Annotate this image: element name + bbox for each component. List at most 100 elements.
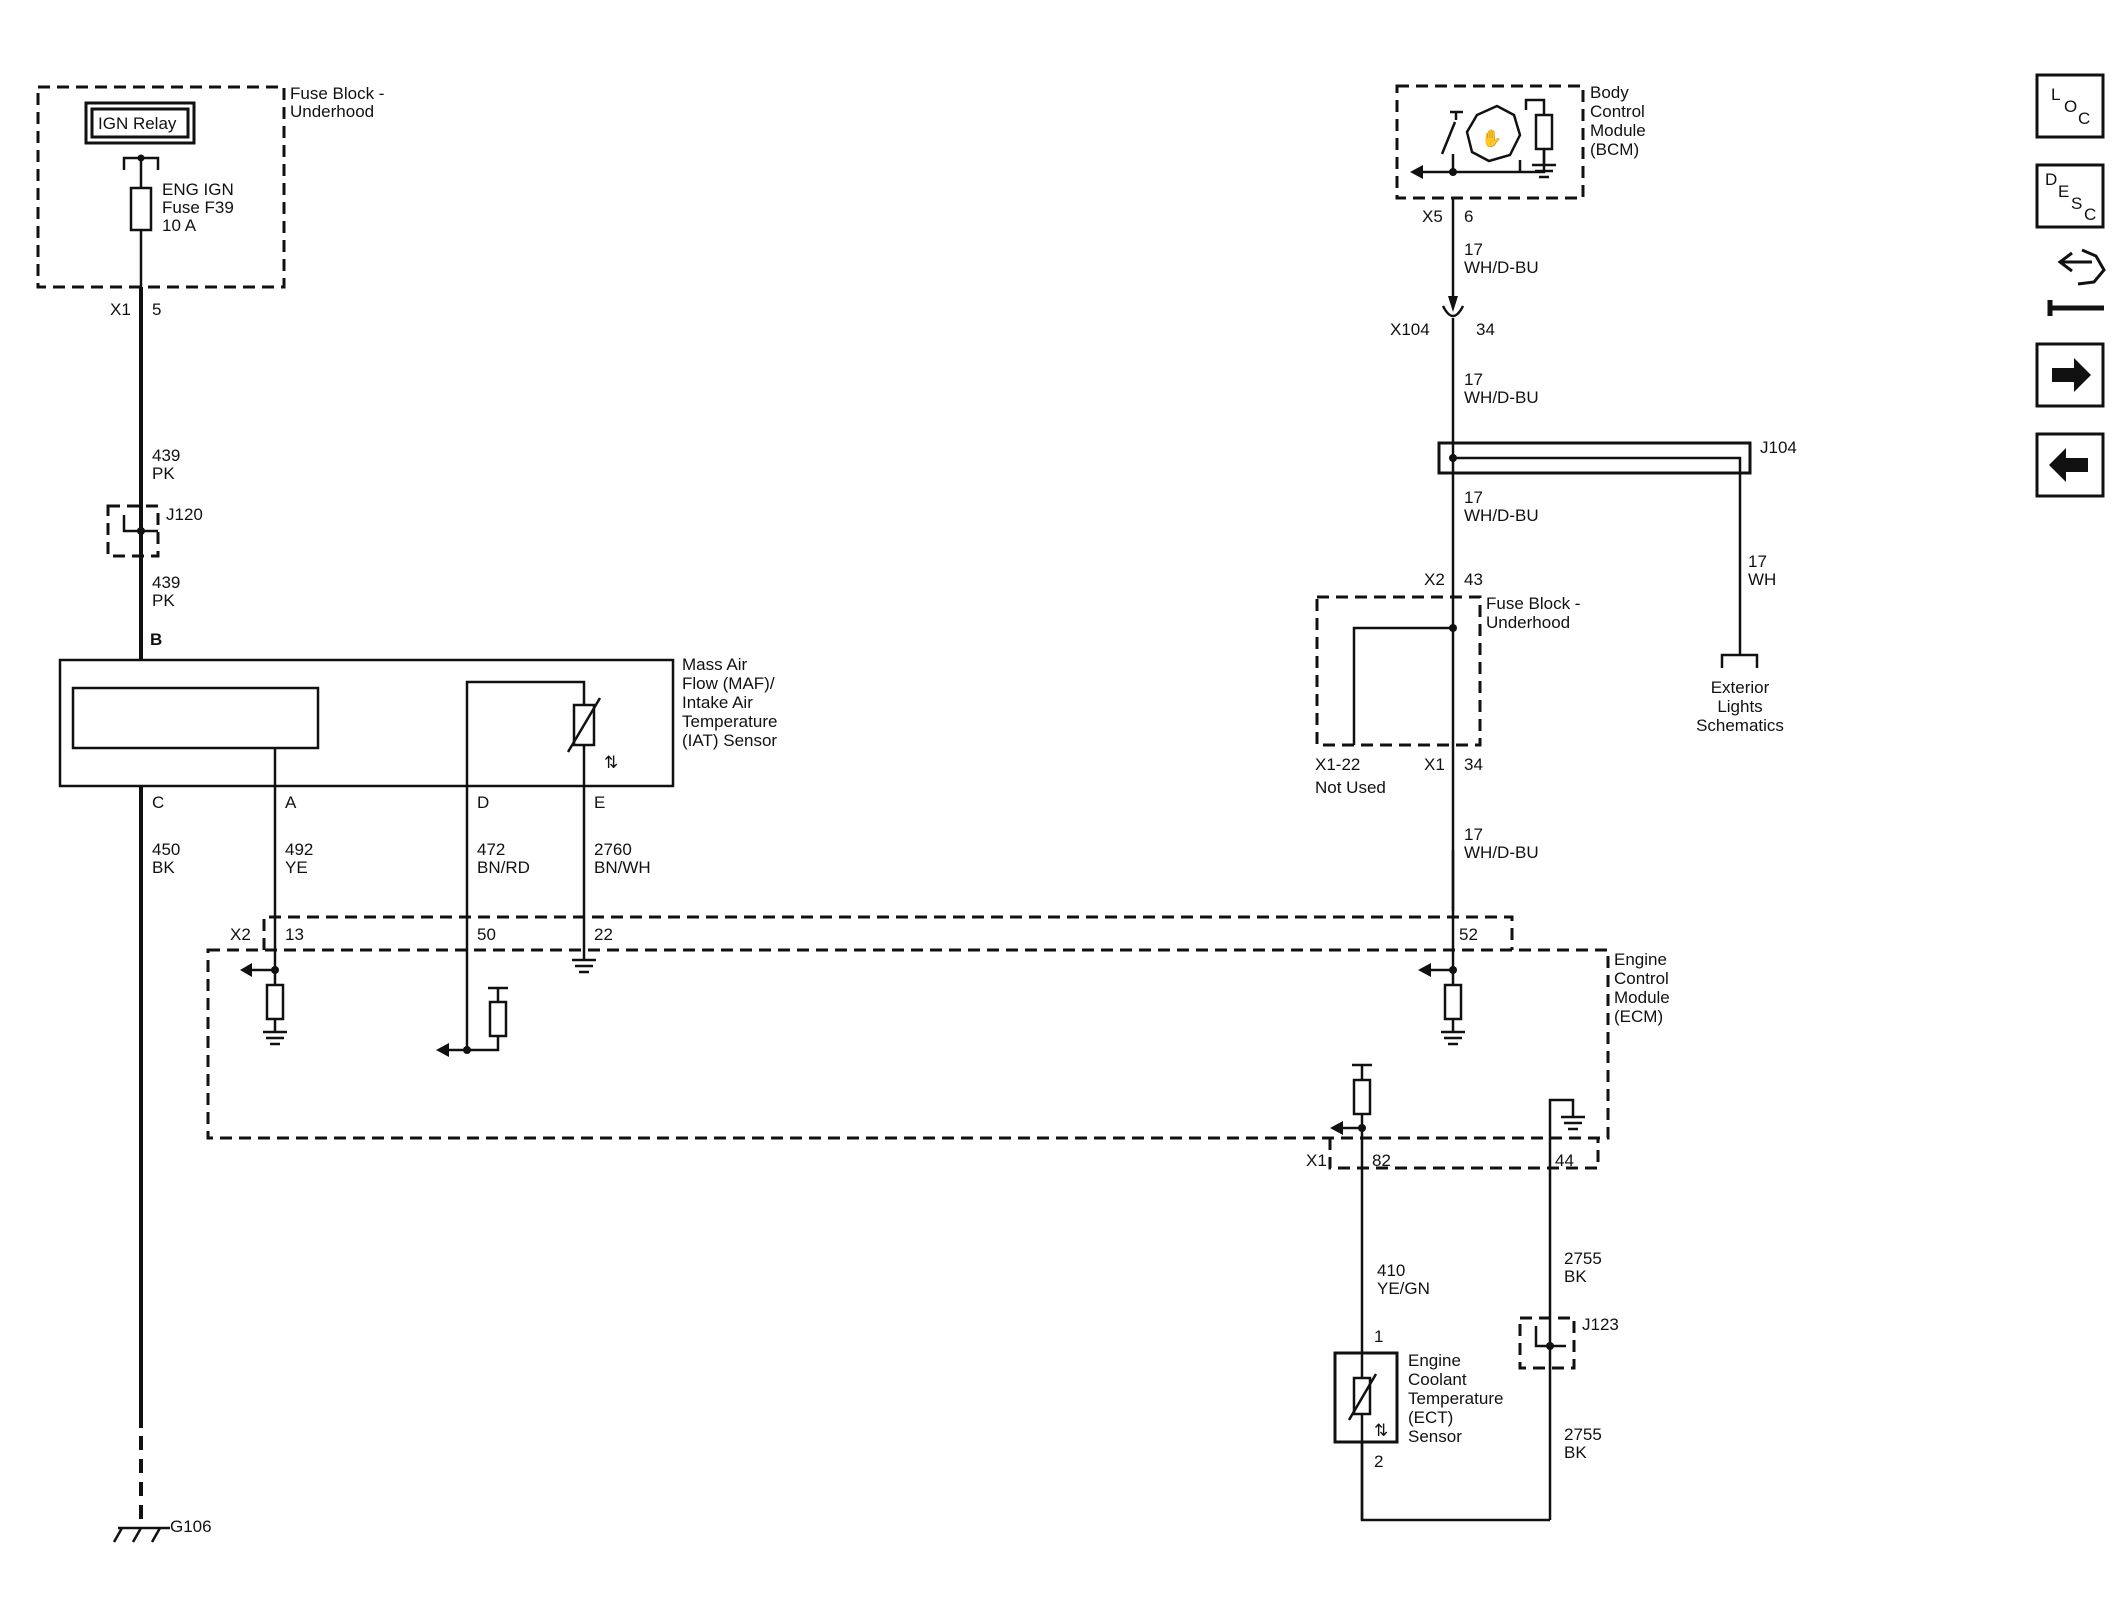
wire-492-circuit: 492	[285, 840, 313, 859]
maf-iat-sensor: B ⇅ Mass Air Flow (MAF)/ Intake Air Temp…	[58, 630, 777, 812]
fuse-top-pin: 5	[152, 300, 161, 319]
body-control-module: ✋ Body Control Module (BCM) X5 6	[1395, 83, 1646, 226]
connector-repair-button[interactable]	[2047, 248, 2106, 316]
ect-name-line2: Coolant	[1408, 1370, 1467, 1389]
wire-410-color: YE/GN	[1377, 1279, 1430, 1298]
fuse-block-top-name-line1: Fuse Block -	[290, 84, 384, 103]
wire-2755-a-color: BK	[1564, 1267, 1587, 1286]
wire-492-color: YE	[285, 858, 308, 877]
ect-name-line5: Sensor	[1408, 1427, 1462, 1446]
ecm-pin-22: 22	[594, 925, 613, 944]
bcm-name-line2: Control	[1590, 102, 1645, 121]
fuse-block-top-name-line2: Underhood	[290, 102, 374, 121]
fuse-top-connector: X1	[110, 300, 131, 319]
maf-pin-d: D	[477, 793, 489, 812]
maf-pin-c: C	[152, 793, 164, 812]
connector-plug-icon	[2057, 248, 2106, 286]
splice-j123-label: J123	[1582, 1315, 1619, 1334]
ecm-name-line3: Module	[1614, 988, 1670, 1007]
fuse-mid-unused-label: Not Used	[1315, 778, 1386, 797]
wire-17-b-color: WH/D-BU	[1464, 388, 1539, 407]
desc-letter-d: D	[2045, 170, 2057, 189]
desc-letter-s: S	[2071, 194, 2082, 213]
splice-j120-label: J120	[166, 505, 203, 524]
next-page-button[interactable]	[2035, 342, 2105, 408]
fuse-line2: Fuse F39	[162, 198, 234, 217]
fuse-mid-bottom-connector: X1	[1424, 755, 1445, 774]
fuse-mid-unused-pin: X1-22	[1315, 755, 1360, 774]
wire-17-wh-circuit: 17	[1748, 552, 1767, 571]
bcm-name-line3: Module	[1590, 121, 1646, 140]
wire-17-c-circuit: 17	[1464, 488, 1483, 507]
inline-connector-x104: X104 34	[1390, 296, 1495, 339]
ground-g106-label: G106	[170, 1517, 212, 1536]
wire-17-wh-color: WH	[1748, 570, 1776, 589]
wire-472-circuit: 472	[477, 840, 505, 859]
description-view-button[interactable]: D E S C	[2035, 163, 2105, 229]
wire-2760-circuit: 2760	[594, 840, 632, 859]
x104-pin: 34	[1476, 320, 1495, 339]
maf-pin-b: B	[150, 630, 162, 649]
splice-j123: J123	[1518, 1315, 1619, 1370]
ecm-x2-connector: X2	[230, 925, 251, 944]
wrench-icon	[2047, 300, 2104, 316]
wire-2755-a-circuit: 2755	[1564, 1249, 1602, 1268]
loc-letter-l: L	[2051, 85, 2060, 104]
fuse-block-underhood-top: Fuse Block - Underhood IGN Relay ENG IGN…	[36, 84, 384, 319]
maf-name-line2: Flow (MAF)/	[682, 674, 775, 693]
exterior-lights-reference[interactable]: Exterior Lights Schematics	[1696, 653, 1784, 735]
ign-relay-label: IGN Relay	[98, 114, 177, 133]
fuse-block-underhood-mid: X2 43 Fuse Block - Underhood X1-22 Not U…	[1315, 570, 1580, 797]
wire-439-a-circuit: 439	[152, 446, 180, 465]
maf-name-line5: (IAT) Sensor	[682, 731, 777, 750]
maf-name-line4: Temperature	[682, 712, 777, 731]
fuse-f39-symbol	[129, 186, 153, 232]
ect-pin-2: 2	[1374, 1452, 1383, 1471]
splice-pack-j104: J104	[1437, 438, 1797, 655]
ect-name-line4: (ECT)	[1408, 1408, 1453, 1427]
desc-letter-e: E	[2058, 182, 2069, 201]
desc-letter-c: C	[2084, 205, 2096, 224]
ecm-x1-connector: X1	[1306, 1151, 1327, 1170]
x104-connector: X104	[1390, 320, 1430, 339]
wire-2755-b-color: BK	[1564, 1443, 1587, 1462]
wire-410-circuit: 410	[1377, 1261, 1405, 1280]
ecm-pin-13: 13	[285, 925, 304, 944]
ect-name-line1: Engine	[1408, 1351, 1461, 1370]
ect-pin-1: 1	[1374, 1327, 1383, 1346]
ecm-pin-50: 50	[477, 925, 496, 944]
splice-j104-label: J104	[1760, 438, 1797, 457]
ground-g106: G106	[112, 1517, 212, 1543]
iat-arrows: ⇅	[604, 753, 618, 772]
bcm-name-line1: Body	[1590, 83, 1629, 102]
ecm-pin-44: 44	[1555, 1151, 1574, 1170]
exterior-lights-line2: Lights	[1717, 697, 1762, 716]
location-view-button[interactable]: L O C	[2035, 73, 2105, 139]
ecm-pin-82: 82	[1372, 1151, 1391, 1170]
wire-17-d-circuit: 17	[1464, 825, 1483, 844]
wire-439-b-color: PK	[152, 591, 175, 610]
wire-450-circuit: 450	[152, 840, 180, 859]
engine-control-module: Engine Control Module (ECM) X2 13 50 22 …	[206, 915, 1670, 1170]
exterior-lights-line3: Schematics	[1696, 716, 1784, 735]
wire-472-color: BN/RD	[477, 858, 530, 877]
wire-17-a-circuit: 17	[1464, 240, 1483, 259]
wire-17-c-color: WH/D-BU	[1464, 506, 1539, 525]
previous-page-button[interactable]	[2035, 432, 2105, 498]
bcm-connector: X5	[1422, 207, 1443, 226]
fuse-mid-top-connector: X2	[1424, 570, 1445, 589]
fuse-mid-top-pin: 43	[1464, 570, 1483, 589]
bcm-name-line4: (BCM)	[1590, 140, 1639, 159]
wire-2755-b-circuit: 2755	[1564, 1425, 1602, 1444]
loc-letter-c: C	[2078, 109, 2090, 128]
arrow-left-icon	[2049, 448, 2088, 482]
bcm-pin: 6	[1464, 207, 1473, 226]
wire-17-d-color: WH/D-BU	[1464, 843, 1539, 862]
wire-439-a-color: PK	[152, 464, 175, 483]
bcm-controller-icon: ✋	[1481, 128, 1502, 148]
loc-letter-o: O	[2064, 97, 2077, 116]
wire-17-a-color: WH/D-BU	[1464, 258, 1539, 277]
wire-450-color: BK	[152, 858, 175, 877]
ecm-pin-52: 52	[1459, 925, 1478, 944]
